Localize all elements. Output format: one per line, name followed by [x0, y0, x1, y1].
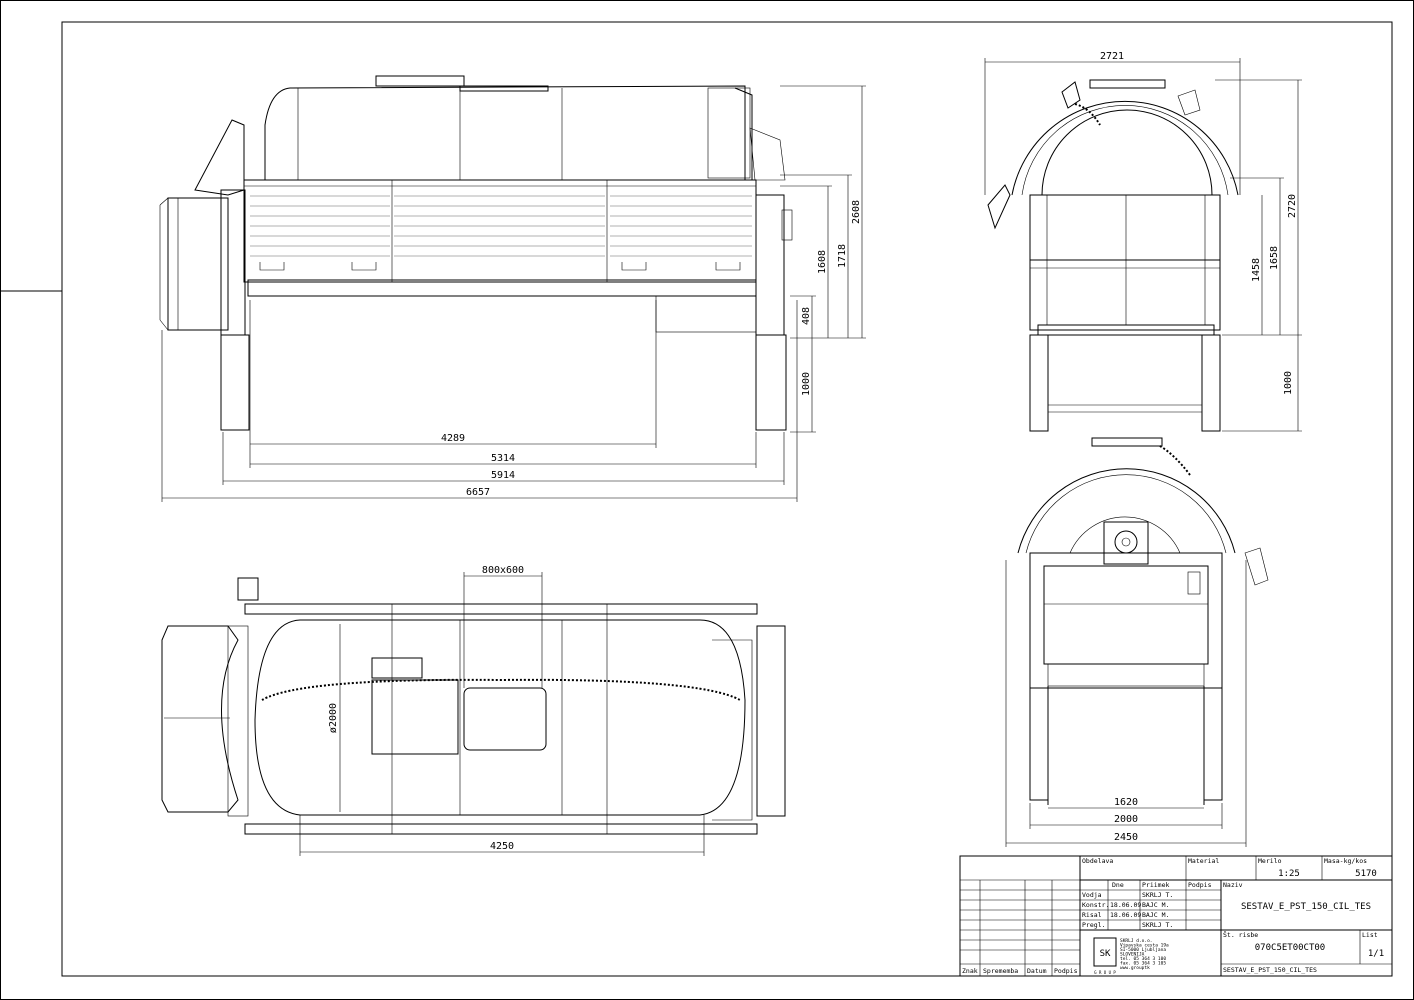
dim-1620: 1620: [1114, 797, 1138, 808]
dim-diameter: ø2000: [328, 703, 339, 733]
side-view: [159, 75, 866, 502]
tb-material-label: Material: [1188, 857, 1219, 865]
rev-col-podpis: Podpis: [1054, 967, 1078, 975]
tb-naziv-label: Naziv: [1223, 881, 1243, 889]
tb-masa-value: 5170: [1355, 869, 1377, 879]
rev-col-sprememba: Sprememba: [983, 967, 1018, 975]
dim-opening: 800x600: [482, 565, 524, 576]
tb-drawing-number: 070C5ET00CT00: [1255, 943, 1325, 953]
dim-1000-front: 1000: [1283, 371, 1294, 395]
dim-2000: 2000: [1114, 814, 1138, 825]
rev-col-datum: Datum: [1027, 967, 1047, 975]
tb-row-role: Pregl.: [1082, 921, 1105, 929]
tb-file-name: SESTAV_E_PST_150_CIL_TES: [1223, 966, 1317, 974]
dim-1718: 1718: [837, 244, 848, 268]
dim-1608: 1608: [817, 250, 828, 274]
tb-merilo-label: Merilo: [1258, 857, 1282, 865]
company-line: SLOVENIJA: [1120, 952, 1145, 958]
rear-view: [1005, 437, 1269, 847]
tb-row-role: Vodja: [1082, 891, 1102, 899]
tb-st-risbe-label: Št. risbe: [1223, 930, 1258, 939]
tb-row-name: BAJC M.: [1142, 901, 1169, 909]
company-line: SKRLJ d.o.o.: [1120, 938, 1153, 944]
dim-2720: 2720: [1287, 194, 1298, 218]
company-line: www.grouptk: [1120, 965, 1150, 971]
dim-2721: 2721: [1100, 51, 1124, 62]
dim-1458: 1458: [1251, 258, 1262, 282]
tb-merilo-value: 1:25: [1278, 869, 1300, 879]
company-logo-sub: G R O U P: [1094, 970, 1116, 975]
company-line: Vipavska cesta 19a: [1120, 943, 1169, 949]
tb-row-name: BAJC M.: [1142, 911, 1169, 919]
dim-2450: 2450: [1114, 832, 1138, 843]
tb-row-date: 18.06.09: [1110, 911, 1141, 919]
tb-row-name: SKRLJ T.: [1142, 891, 1173, 899]
tb-dne-label: Dne: [1112, 881, 1124, 889]
tb-row-name: SKRLJ T.: [1142, 921, 1173, 929]
front-view: [984, 58, 1302, 432]
title-block: [959, 855, 1393, 977]
dim-6657: 6657: [466, 487, 490, 498]
dim-408: 408: [801, 307, 812, 325]
dim-4250: 4250: [490, 841, 514, 852]
tb-sheet: 1/1: [1368, 949, 1384, 959]
tb-drawing-title: SESTAV_E_PST_150_CIL_TES: [1241, 902, 1371, 912]
dim-2608: 2608: [851, 200, 862, 224]
tb-row-role: Risal: [1082, 911, 1102, 919]
tb-podpis-label: Podpis: [1188, 881, 1212, 889]
tb-obdelava-label: Obdelava: [1082, 857, 1113, 865]
tb-priimek-label: Priimek: [1142, 881, 1169, 889]
tb-masa-label: Masa-kg/kos: [1324, 857, 1367, 865]
dim-4289: 4289: [441, 433, 465, 444]
drawing-frame: [61, 21, 1393, 977]
dim-5314: 5314: [491, 453, 515, 464]
company-line: tel. 05 364 3 100: [1120, 956, 1166, 962]
dim-5914: 5914: [491, 470, 515, 481]
dim-1000-side: 1000: [801, 372, 812, 396]
tb-list-label: List: [1362, 931, 1378, 939]
company-logo: SK: [1100, 949, 1111, 959]
rev-col-znak: Znak: [962, 967, 978, 975]
dim-1658: 1658: [1269, 246, 1280, 270]
company-line: SI-5000 Ljubljana: [1120, 947, 1166, 953]
plan-view: [161, 572, 786, 856]
tb-row-date: 18.06.09: [1110, 901, 1141, 909]
tb-row-role: Konstr.: [1082, 901, 1109, 909]
company-line: fax. 05 364 3 105: [1120, 961, 1166, 967]
